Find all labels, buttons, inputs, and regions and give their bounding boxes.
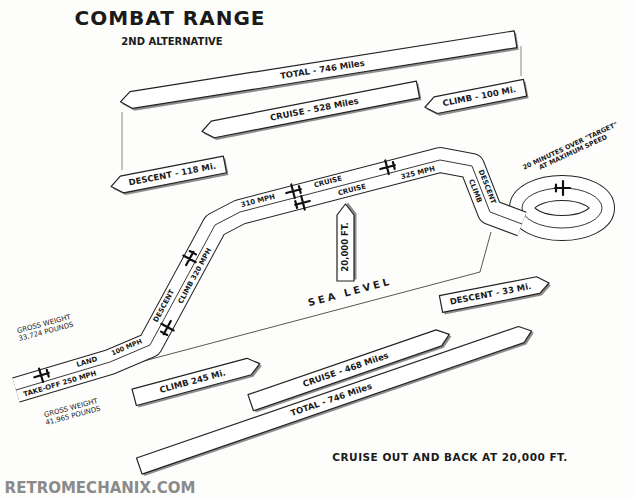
- ribbon-label: CRUISE: [337, 182, 367, 197]
- aircraft-icon: [378, 158, 396, 175]
- distance-arrow: CLIMB 245 Mi.: [132, 355, 262, 405]
- ribbon-label: 100 MPH: [111, 338, 144, 358]
- aircraft-icon: [284, 182, 302, 199]
- arrow-outline: [337, 204, 354, 281]
- ribbon-label: DESCENT: [152, 288, 176, 324]
- ribbon-label: CRUISE: [313, 175, 343, 190]
- caption: CRUISE OUT AND BACK AT 20,000 FT.: [332, 452, 567, 464]
- altitude-arrow: 20,000 FT.: [337, 204, 354, 281]
- extension-line: [122, 112, 123, 170]
- subtitle: 2ND ALTERNATIVE: [121, 36, 222, 48]
- arrow-outline: [136, 322, 534, 473]
- ribbon-label: LAND: [76, 355, 99, 369]
- ribbon-label: CLIMB 320 MPH: [176, 247, 213, 305]
- sea-level-edge: [480, 232, 491, 272]
- aircraft-icon: [32, 366, 50, 384]
- distance-arrow: DESCENT - 33 Mi.: [439, 274, 550, 312]
- distance-arrow: TOTAL - 746 Miles: [136, 322, 534, 473]
- aircraft-icon: [555, 181, 570, 195]
- target-note: 20 MINUTES OVER "TARGET" AT MAXIMUM SPEE…: [518, 120, 626, 181]
- weight-note: GROSS WEIGHT 33,724 POUNDS: [12, 312, 78, 344]
- extension-line: [521, 46, 522, 76]
- diagram-title: COMBAT RANGE: [74, 7, 265, 29]
- distance-arrow: DESCENT - 118 Mi.: [109, 156, 226, 195]
- aircraft-icon: [378, 158, 396, 175]
- aircraft-icon: [293, 194, 311, 211]
- arrow-outline: [109, 156, 226, 195]
- arrow-outline: [200, 81, 419, 140]
- arrow-outline: [439, 274, 550, 312]
- weight-note: GROSS WEIGHT 41,965 POUNDS: [39, 396, 105, 428]
- distance-arrow: CLIMB - 100 Mi.: [423, 79, 526, 115]
- aircraft-icon: [32, 366, 50, 384]
- aircraft-icon: [293, 194, 311, 211]
- distance-label: 20,000 FT.: [340, 222, 349, 271]
- aircraft-icon: [284, 182, 302, 199]
- aircraft-icon: [555, 181, 570, 195]
- arrow-outline: [132, 355, 262, 405]
- ribbon-label: TAKE-OFF 250 MPH: [23, 369, 98, 398]
- ribbon-label: 310 MPH: [240, 192, 276, 209]
- ribbon-label: 325 MPH: [400, 164, 436, 181]
- arrow-outline: [423, 79, 526, 115]
- arrow-outline: [119, 30, 517, 109]
- watermark: RETROMECHANIX.COM: [5, 480, 196, 497]
